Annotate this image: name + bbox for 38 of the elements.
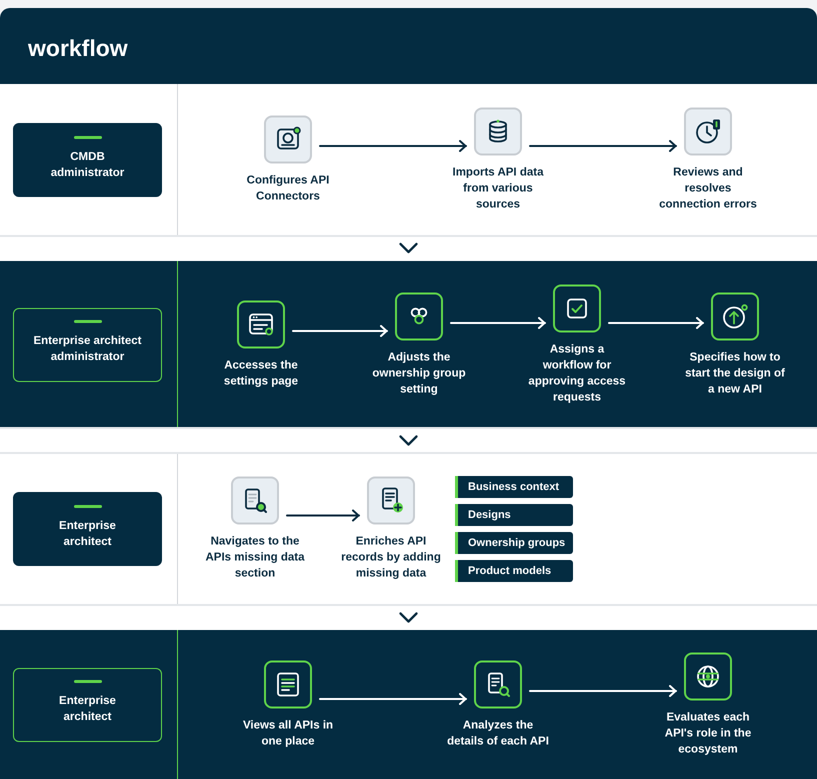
arrow: [319, 693, 467, 705]
arrow: [450, 317, 546, 329]
step-label: Imports API data from various sources: [452, 165, 544, 212]
arrow: [319, 140, 467, 152]
category-tag: Designs: [455, 504, 573, 526]
chevron-arrow: [399, 612, 418, 623]
category-tag: Ownership groups: [455, 532, 573, 554]
step-label: Enriches API records by adding missing data: [340, 534, 442, 582]
step-label: Reviews and resolves connection errors: [658, 165, 758, 212]
step-label: Configures API Connectors: [246, 173, 330, 204]
chevron-arrow: [399, 242, 418, 254]
category-tag: Product models: [455, 560, 573, 582]
role-box: [13, 122, 162, 196]
role-label: Enterprise architect: [58, 519, 117, 550]
step-label: Navigates to the APIs missing data section: [204, 534, 306, 582]
step-label: Views all APIs in one place: [242, 718, 334, 749]
step-label: Evaluates each API's role in the ecosystem: [664, 710, 752, 757]
swimlane: [0, 261, 817, 428]
diagram-title: workflow: [28, 34, 128, 62]
chevron-arrow: [399, 435, 418, 446]
role-box: [13, 492, 162, 566]
step-label: Analyzes the details of each API: [446, 718, 550, 749]
category-tag: Business context: [455, 476, 573, 498]
role-box: [13, 668, 162, 742]
arrow: [529, 685, 677, 697]
arrow: [292, 325, 388, 337]
step-label: Adjusts the ownership group setting: [371, 350, 467, 397]
role-label: Enterprise architect administrator: [32, 334, 142, 365]
arrow: [608, 317, 704, 329]
role-label: Enterprise architect: [58, 694, 117, 725]
arrow: [286, 510, 360, 522]
role-label: CMDB administrator: [50, 150, 126, 180]
arrow: [529, 140, 677, 152]
swimlane: [0, 630, 817, 779]
role-box: [13, 308, 162, 382]
step-label: Accesses the settings page: [222, 358, 300, 389]
step-label: Assigns a workflow for approving access requests: [527, 342, 627, 405]
step-label: Specifies how to start the design of a new API: [684, 350, 786, 397]
